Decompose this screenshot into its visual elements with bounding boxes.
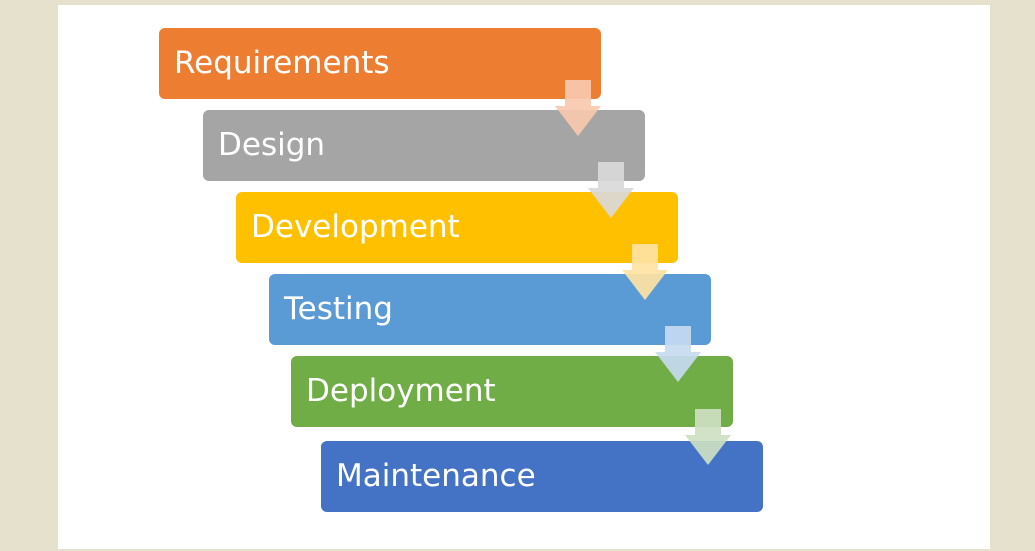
step-testing[interactable]: Testing bbox=[269, 274, 711, 345]
down-arrow-icon bbox=[555, 80, 601, 136]
step-development[interactable]: Development bbox=[236, 192, 678, 263]
down-arrow-icon bbox=[588, 162, 634, 218]
slide-canvas: Requirements Design Development Testing … bbox=[58, 5, 990, 549]
step-deployment[interactable]: Deployment bbox=[291, 356, 733, 427]
step-maintenance[interactable]: Maintenance bbox=[321, 441, 763, 512]
step-requirements[interactable]: Requirements bbox=[159, 28, 601, 99]
down-arrow-icon bbox=[685, 409, 731, 465]
down-arrow-icon bbox=[622, 244, 668, 300]
down-arrow-icon bbox=[655, 326, 701, 382]
